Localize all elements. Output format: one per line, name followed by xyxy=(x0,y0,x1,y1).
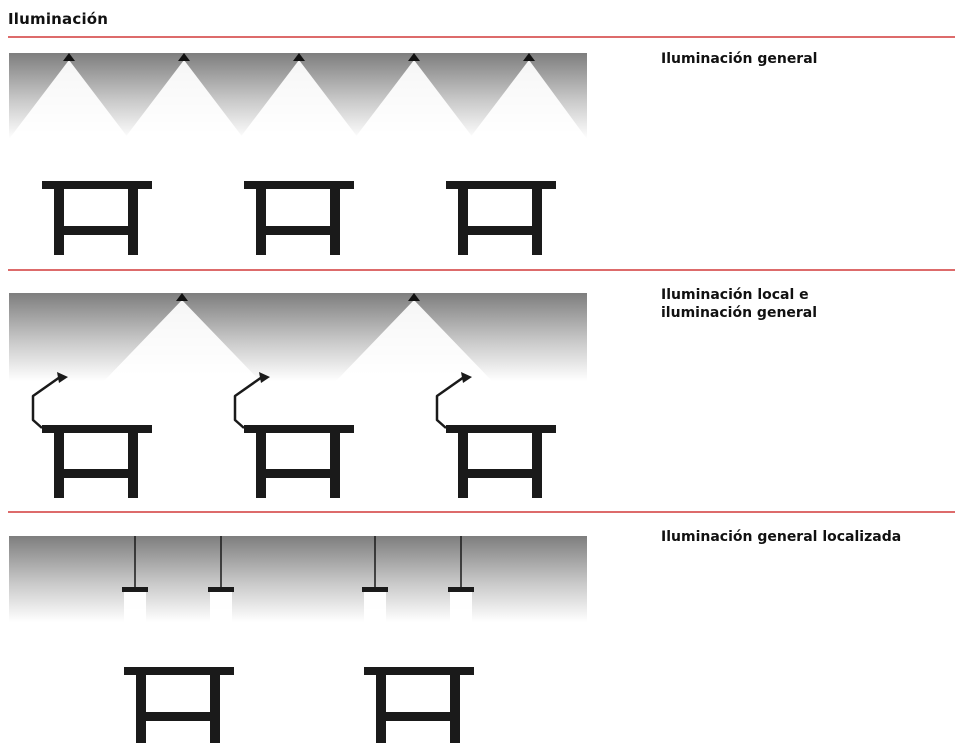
table-icon xyxy=(42,181,152,255)
light-beams-1 xyxy=(9,60,587,139)
desk-lamp-icon xyxy=(435,375,465,429)
ceiling-zone-2 xyxy=(9,293,587,381)
lamp-icon xyxy=(408,53,420,61)
tables-3 xyxy=(124,667,474,743)
pendant-lamp-icon xyxy=(362,587,388,592)
section-local-general xyxy=(9,293,587,498)
desk-lamps-2 xyxy=(31,375,465,429)
tables-1 xyxy=(42,181,556,255)
lamp-icon xyxy=(523,53,535,61)
table-icon xyxy=(244,425,354,498)
pendant-lamp-icon xyxy=(122,587,148,592)
lamp-icon xyxy=(176,293,188,301)
label-iluminacion-general: Iluminación general xyxy=(661,51,818,67)
label-iluminacion-local-general: Iluminación local e iluminación general xyxy=(661,287,818,321)
table-icon xyxy=(244,181,354,255)
pendant-lamp-icon xyxy=(448,587,474,592)
table-icon xyxy=(364,667,474,743)
desk-lamp-icon xyxy=(31,375,61,429)
section-general-localizada xyxy=(9,536,587,743)
table-icon xyxy=(446,425,556,498)
desk-lamp-icon xyxy=(233,375,263,429)
lamp-icon xyxy=(63,53,75,61)
desk-lamp-heads-2 xyxy=(57,372,472,383)
light-beams-3 xyxy=(124,592,472,622)
table-icon xyxy=(446,181,556,255)
table-icon xyxy=(42,425,152,498)
lamp-icon xyxy=(408,293,420,301)
ceiling-lamps-2 xyxy=(176,293,420,301)
lamp-icon xyxy=(293,53,305,61)
pendant-heads-3 xyxy=(122,587,474,592)
pendant-lamps-3 xyxy=(134,536,462,587)
lamp-icon xyxy=(178,53,190,61)
light-beams-2 xyxy=(104,300,492,381)
section-general xyxy=(9,53,587,255)
tables-2 xyxy=(42,425,556,498)
label-iluminacion-general-localizada: Iluminación general localizada xyxy=(661,529,902,545)
table-icon xyxy=(124,667,234,743)
page-title: Iluminación xyxy=(8,10,109,28)
ceiling-zone-3 xyxy=(9,536,587,622)
pendant-lamp-icon xyxy=(208,587,234,592)
ceiling-lamps-1 xyxy=(63,53,535,61)
